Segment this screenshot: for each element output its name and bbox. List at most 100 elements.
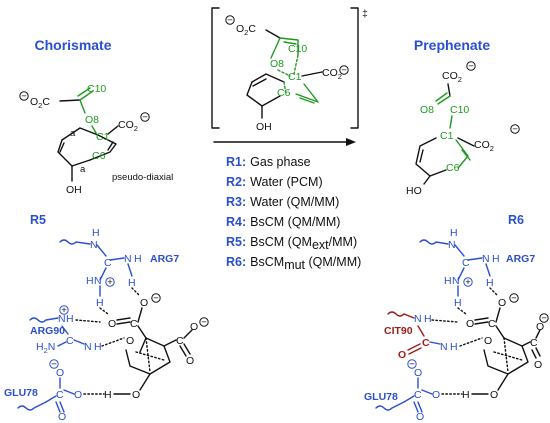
svg-text:C: C xyxy=(66,335,74,347)
svg-text:O: O xyxy=(432,389,440,401)
svg-text:H: H xyxy=(66,313,74,325)
glu78-label-r5: GLU78 xyxy=(4,387,38,399)
svg-text:+: + xyxy=(465,277,471,288)
svg-text:H: H xyxy=(94,341,102,353)
condition-r1: R1:Gas phase xyxy=(226,155,311,169)
svg-text:O: O xyxy=(140,297,148,309)
svg-text:O: O xyxy=(416,411,424,423)
panel-r5-label: R5 xyxy=(30,213,46,227)
svg-text:H: H xyxy=(486,277,494,289)
svg-text:N: N xyxy=(90,239,98,251)
chorismate-structure: O2C − C10 O8 C1 C6 a a CO2 − OH pseudo-d… xyxy=(19,83,173,196)
cit90-label-r6: CIT90 xyxy=(384,325,413,337)
chorismate-title: Chorismate xyxy=(34,37,111,53)
prephenate-c10-label: C10 xyxy=(450,104,469,116)
chorismate-ring-carboxylate: CO2 xyxy=(118,119,138,133)
svg-text:O: O xyxy=(126,335,134,347)
svg-text:H: H xyxy=(444,275,452,287)
svg-text:+: + xyxy=(107,277,113,288)
reaction-arrowhead xyxy=(346,138,356,146)
svg-text:O: O xyxy=(108,318,116,330)
svg-text:−: − xyxy=(511,293,517,304)
svg-text:O: O xyxy=(536,321,544,333)
svg-text:O: O xyxy=(56,367,64,379)
transition-state-structure: ‡ − O2C C10 O8 C1 CO2 − C6 OH xyxy=(211,7,368,133)
svg-text:H: H xyxy=(462,389,470,401)
svg-text:O: O xyxy=(398,349,406,361)
svg-text:−: − xyxy=(341,65,347,76)
chorismate-c1-label: C1 xyxy=(96,131,110,143)
ts-c1-label: C1 xyxy=(288,71,302,83)
svg-text:N: N xyxy=(124,253,132,265)
svg-text:H: H xyxy=(450,341,458,353)
svg-text:H: H xyxy=(92,227,100,239)
svg-text:−: − xyxy=(142,112,148,123)
ts-bracket-left xyxy=(211,7,220,129)
charge-minus-icon xyxy=(19,91,29,101)
arg90-h2n: H2N xyxy=(36,341,55,355)
svg-text:N: N xyxy=(448,239,456,251)
svg-text:−: − xyxy=(21,91,27,102)
chorismate-c10-label: C10 xyxy=(87,83,106,95)
svg-text:C: C xyxy=(422,337,430,349)
ts-carboxylate-right: CO2 xyxy=(322,67,342,81)
chorismate-oh-label: OH xyxy=(66,184,82,196)
svg-text:N: N xyxy=(84,341,92,353)
ts-bracket-right xyxy=(350,7,359,129)
svg-text:O: O xyxy=(490,389,498,401)
svg-text:−: − xyxy=(541,313,547,324)
svg-text:H: H xyxy=(424,313,432,325)
ts-oh-label: OH xyxy=(256,121,272,133)
svg-text:H: H xyxy=(86,275,94,287)
svg-text:N: N xyxy=(94,275,102,287)
svg-text:H: H xyxy=(104,389,112,401)
svg-text:−: − xyxy=(227,15,233,26)
chorismate-bond-a-upper: a xyxy=(70,128,76,139)
svg-text:O: O xyxy=(74,389,82,401)
prephenate-structure: CO2 − O8 C10 C1 CO2 − C6 HO xyxy=(406,61,520,197)
svg-text:C: C xyxy=(488,318,496,330)
prephenate-c1-label: C1 xyxy=(440,130,454,142)
svg-text:O: O xyxy=(466,318,474,330)
svg-text:C: C xyxy=(104,257,112,269)
chorismate-bond-a-lower: a xyxy=(80,164,86,175)
svg-text:−: − xyxy=(468,61,474,72)
r6-active-site: N H C N H H N + H H ARG7 CIT90 N H C O N… xyxy=(364,227,549,423)
condition-r6: R6:BsCMmut (QM/MM) xyxy=(226,255,361,272)
conditions-list: R1:Gas phase R2:Water (PCM) R3:Water (QM… xyxy=(226,155,361,272)
svg-text:−: − xyxy=(153,293,159,304)
svg-text:N: N xyxy=(452,275,460,287)
svg-text:O: O xyxy=(132,389,140,401)
svg-text:N: N xyxy=(482,253,490,265)
condition-r4: R4:BsCM (QM/MM) xyxy=(226,215,340,229)
arg7-label-r6: ARG7 xyxy=(506,253,535,265)
chorismate-carboxylate-label: O2C xyxy=(30,96,50,110)
prephenate-ring-carboxylate: CO2 xyxy=(474,139,494,153)
ts-carboxylate-top: O2C xyxy=(236,23,256,37)
svg-text:H: H xyxy=(128,277,136,289)
svg-text:−: − xyxy=(512,124,518,135)
svg-text:−: − xyxy=(201,317,207,328)
svg-text:H: H xyxy=(492,253,500,265)
svg-text:O: O xyxy=(534,359,542,371)
svg-text:C: C xyxy=(56,389,64,401)
svg-text:−: − xyxy=(409,359,415,370)
svg-text:N: N xyxy=(414,313,422,325)
prephenate-top-carboxylate: CO2 xyxy=(442,70,462,84)
arg7-backbone-squiggle xyxy=(59,239,91,245)
svg-text:O: O xyxy=(414,367,422,379)
svg-text:C: C xyxy=(462,257,470,269)
condition-r5: R5:BsCM (QMext/MM) xyxy=(226,235,357,252)
pseudo-diaxial-label: pseudo-diaxial xyxy=(112,172,173,183)
svg-text:H: H xyxy=(450,227,458,239)
svg-text:+: + xyxy=(61,305,67,316)
ts-c10-label: C10 xyxy=(288,43,307,55)
svg-text:−: − xyxy=(51,359,57,370)
chorismate-c6-label: C6 xyxy=(92,150,106,162)
svg-text:H: H xyxy=(454,297,462,309)
svg-text:O: O xyxy=(186,355,194,367)
svg-text:C: C xyxy=(176,335,184,347)
prephenate-ho-label: HO xyxy=(406,185,422,197)
svg-text:C: C xyxy=(530,337,538,349)
ts-o8-label: O8 xyxy=(270,58,284,70)
